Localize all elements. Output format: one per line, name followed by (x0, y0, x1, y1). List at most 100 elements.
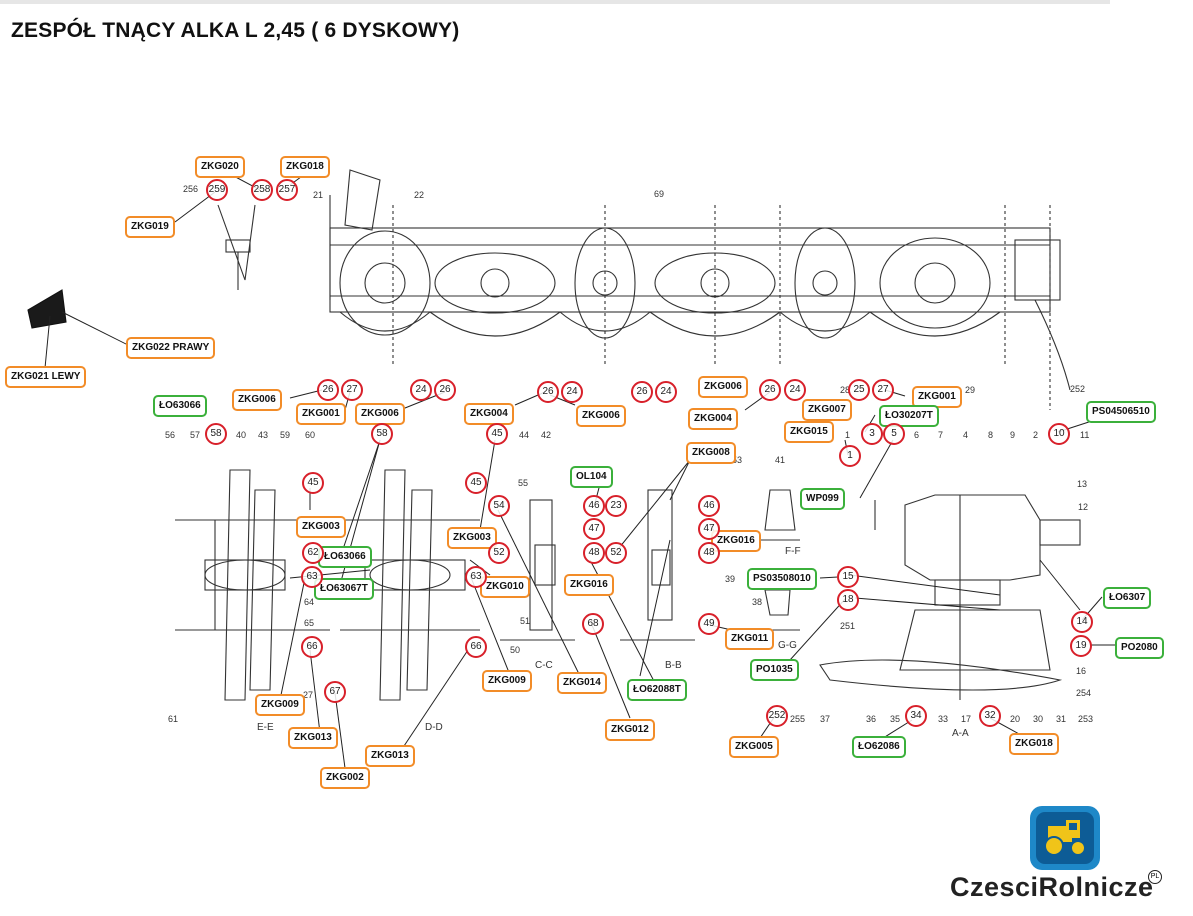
std-label-lo63066[interactable]: ŁO63066 (153, 395, 207, 417)
ref-callout[interactable]: 63 (301, 566, 323, 588)
part-label-zkg006[interactable]: ZKG006 (576, 405, 626, 427)
part-label-zkg008[interactable]: ZKG008 (686, 442, 736, 464)
ref-callout[interactable]: 66 (465, 636, 487, 658)
part-label-zkg015[interactable]: ZKG015 (784, 421, 834, 443)
ref-callout[interactable]: 34 (905, 705, 927, 727)
ref-callout[interactable]: 24 (561, 381, 583, 403)
ref-callout[interactable]: 63 (465, 566, 487, 588)
std-label-lo62086[interactable]: ŁO62086 (852, 736, 906, 758)
part-label-zkg014[interactable]: ZKG014 (557, 672, 607, 694)
part-label-zkg007[interactable]: ZKG007 (802, 399, 852, 421)
part-label-zkg004[interactable]: ZKG004 (464, 403, 514, 425)
part-label-zkg010[interactable]: ZKG010 (480, 576, 530, 598)
part-label-zkg011[interactable]: ZKG011 (725, 628, 775, 650)
ref-callout[interactable]: 259 (206, 179, 228, 201)
std-label-po2080[interactable]: PO2080 (1115, 637, 1164, 659)
part-label-zkg013[interactable]: ZKG013 (288, 727, 338, 749)
drawing-number: 13 (1077, 479, 1088, 489)
drawing-number: 254 (1076, 688, 1092, 698)
part-label-zkg002[interactable]: ZKG002 (320, 767, 370, 789)
part-label-zkg016[interactable]: ZKG016 (564, 574, 614, 596)
ref-callout[interactable]: 258 (251, 179, 273, 201)
ref-callout[interactable]: 26 (317, 379, 339, 401)
part-label-zkg005[interactable]: ZKG005 (729, 736, 779, 758)
ref-callout[interactable]: 27 (872, 379, 894, 401)
ref-callout[interactable]: 10 (1048, 423, 1070, 445)
std-label-wp099[interactable]: WP099 (800, 488, 845, 510)
ref-callout[interactable]: 26 (631, 381, 653, 403)
ref-callout[interactable]: 26 (759, 379, 781, 401)
ref-callout[interactable]: 1 (839, 445, 861, 467)
ref-callout[interactable]: 46 (698, 495, 720, 517)
ref-callout[interactable]: 46 (583, 495, 605, 517)
ref-callout[interactable]: 54 (488, 495, 510, 517)
part-label-zkg012[interactable]: ZKG012 (605, 719, 655, 741)
std-label-ps04506510[interactable]: PS04506510 (1086, 401, 1156, 423)
part-label-zkg006[interactable]: ZKG006 (355, 403, 405, 425)
std-label-lo63066[interactable]: ŁO63066 (318, 546, 372, 568)
part-label-zkg018[interactable]: ZKG018 (1009, 733, 1059, 755)
drawing-number: 9 (1010, 430, 1016, 440)
ref-callout[interactable]: 58 (371, 423, 393, 445)
ref-callout[interactable]: 15 (837, 566, 859, 588)
cutterbar-top-view (329, 169, 1071, 391)
part-label-zkg006[interactable]: ZKG006 (698, 376, 748, 398)
ref-callout[interactable]: 19 (1070, 635, 1092, 657)
ref-callout[interactable]: 18 (837, 589, 859, 611)
part-label-zkg022-prawy[interactable]: ZKG022 PRAWY (126, 337, 216, 359)
ref-callout[interactable]: 24 (784, 379, 806, 401)
ref-callout[interactable]: 32 (979, 705, 1001, 727)
top-rule (0, 0, 1110, 4)
part-label-zkg016[interactable]: ZKG016 (711, 530, 761, 552)
ref-callout[interactable]: 26 (537, 381, 559, 403)
ref-callout[interactable]: 45 (302, 472, 324, 494)
part-label-zkg018[interactable]: ZKG018 (280, 156, 330, 178)
std-label-ps03508010[interactable]: PS03508010 (747, 568, 817, 590)
part-label-zkg020[interactable]: ZKG020 (195, 156, 245, 178)
std-label-lo6307[interactable]: ŁO6307 (1103, 587, 1152, 609)
ref-callout[interactable]: 252 (766, 705, 788, 727)
part-label-zkg021-lewy[interactable]: ZKG021 LEWY (5, 366, 87, 388)
ref-callout[interactable]: 24 (410, 379, 432, 401)
part-label-zkg009[interactable]: ZKG009 (482, 670, 532, 692)
ref-callout[interactable]: 47 (698, 518, 720, 540)
part-label-zkg006[interactable]: ZKG006 (232, 389, 282, 411)
ref-callout[interactable]: 14 (1071, 611, 1093, 633)
ref-callout[interactable]: 52 (488, 542, 510, 564)
std-label-lo30207t[interactable]: ŁO30207T (879, 405, 939, 427)
ref-callout[interactable]: 52 (605, 542, 627, 564)
drawing-number: 20 (1010, 714, 1021, 724)
ref-callout[interactable]: 23 (605, 495, 627, 517)
part-label-zkg019[interactable]: ZKG019 (125, 216, 175, 238)
part-label-zkg013[interactable]: ZKG013 (365, 745, 415, 767)
ref-callout[interactable]: 58 (205, 423, 227, 445)
ref-callout[interactable]: 5 (883, 423, 905, 445)
ref-callout[interactable]: 67 (324, 681, 346, 703)
std-label-lo62088t[interactable]: ŁO62088T (627, 679, 687, 701)
drawing-number: 11 (1080, 430, 1090, 440)
ref-callout[interactable]: 25 (848, 379, 870, 401)
blade-image (27, 289, 67, 329)
ref-callout[interactable]: 62 (302, 542, 324, 564)
ref-callout[interactable]: 66 (301, 636, 323, 658)
ref-callout[interactable]: 48 (698, 542, 720, 564)
ref-callout[interactable]: 49 (698, 613, 720, 635)
ref-callout[interactable]: 26 (434, 379, 456, 401)
part-label-zkg004[interactable]: ZKG004 (688, 408, 738, 430)
part-label-zkg001[interactable]: ZKG001 (296, 403, 346, 425)
ref-callout[interactable]: 48 (583, 542, 605, 564)
std-label-po1035[interactable]: PO1035 (750, 659, 799, 681)
ref-callout[interactable]: 24 (655, 381, 677, 403)
ref-callout[interactable]: 3 (861, 423, 883, 445)
part-label-zkg003[interactable]: ZKG003 (296, 516, 346, 538)
ref-callout[interactable]: 47 (583, 518, 605, 540)
std-label-lo63067t[interactable]: ŁO63067T (314, 578, 374, 600)
ref-callout[interactable]: 45 (465, 472, 487, 494)
ref-callout[interactable]: 45 (486, 423, 508, 445)
ref-callout[interactable]: 257 (276, 179, 298, 201)
ref-callout[interactable]: 27 (341, 379, 363, 401)
std-label-ol104[interactable]: OL104 (570, 466, 613, 488)
ref-callout[interactable]: 68 (582, 613, 604, 635)
part-label-zkg009[interactable]: ZKG009 (255, 694, 305, 716)
part-label-zkg003[interactable]: ZKG003 (447, 527, 497, 549)
